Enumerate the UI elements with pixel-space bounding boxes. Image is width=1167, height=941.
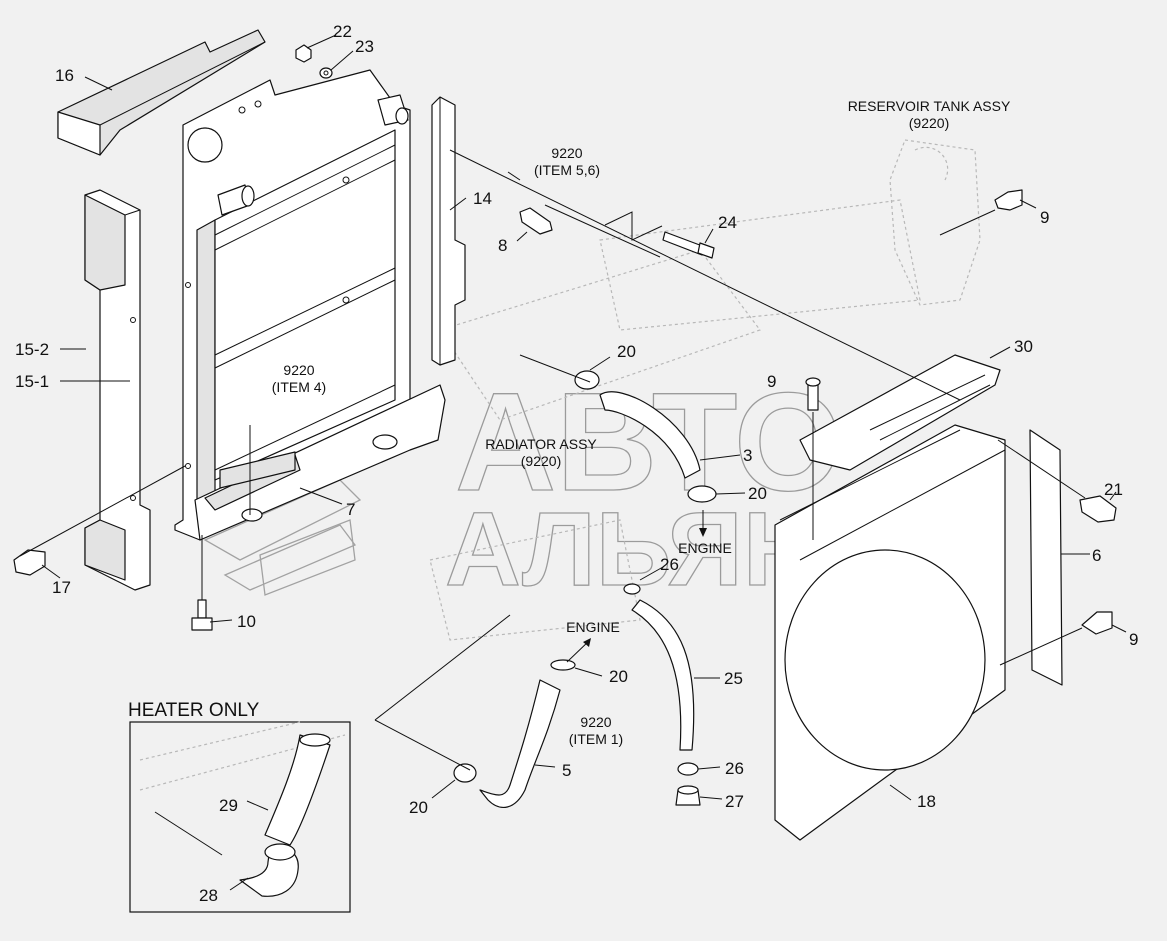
lower-hose-5 — [479, 679, 561, 808]
note-item1-text: (ITEM 1) — [569, 731, 623, 747]
bolt-9-middle — [805, 377, 821, 411]
upper-hose-3 — [599, 391, 701, 479]
callout-20-right: 20 — [748, 484, 767, 503]
callout-25: 25 — [724, 669, 743, 688]
callout-28: 28 — [199, 886, 218, 905]
reference-notes: 9220 (ITEM 5,6) 9220 (ITEM 4) RADIATOR A… — [128, 98, 1011, 747]
callout-14: 14 — [473, 189, 492, 208]
callout-10: 10 — [237, 612, 256, 631]
callout-9-middle: 9 — [767, 372, 776, 391]
watermark-line1: АВТО — [455, 363, 843, 520]
bolt-17 — [13, 549, 46, 576]
callout-8: 8 — [498, 236, 507, 255]
note-reservoir-name: RESERVOIR TANK ASSY — [848, 98, 1011, 114]
note-item4-code: 9220 — [283, 362, 314, 378]
heater-frame — [129, 721, 351, 913]
callout-30: 30 — [1014, 337, 1033, 356]
heater-hose-28 — [239, 843, 299, 897]
seal-plate-6 — [1029, 429, 1063, 686]
clamp-26 — [623, 583, 699, 776]
note-item56-code: 9220 — [551, 145, 582, 161]
radiator-frame — [174, 69, 446, 541]
note-item56-text: (ITEM 5,6) — [534, 162, 600, 178]
side-seal — [84, 189, 151, 591]
callout-7: 7 — [346, 500, 355, 519]
callout-3: 3 — [743, 446, 752, 465]
clamp-20-upper — [574, 370, 717, 503]
radiator-assy-ghost — [429, 249, 761, 641]
plug-27 — [675, 785, 701, 806]
note-item4-text: (ITEM 4) — [272, 379, 326, 395]
callout-15-2: 15-2 — [15, 340, 49, 359]
nut-22 — [295, 44, 312, 63]
bolt-10 — [191, 599, 213, 631]
note-radiator-name: RADIATOR ASSY — [485, 436, 597, 452]
callout-9-right: 9 — [1129, 630, 1138, 649]
top-seal — [57, 29, 266, 156]
clamp-20-lower — [453, 659, 576, 783]
side-bracket — [431, 96, 466, 366]
callout-21: 21 — [1104, 480, 1123, 499]
callout-20-lower: 20 — [409, 798, 428, 817]
washer-23 — [319, 67, 333, 79]
heater-only-box — [129, 721, 351, 913]
leader-lines — [19, 34, 1127, 801]
callout-6: 6 — [1092, 546, 1101, 565]
callout-labels: 16 22 23 14 8 24 9 15-2 15-1 20 30 9 3 2… — [15, 22, 1138, 905]
callout-22: 22 — [333, 22, 352, 41]
callout-20-hose: 20 — [609, 667, 628, 686]
callout-26-upper: 26 — [660, 555, 679, 574]
bolt-21 — [1079, 495, 1117, 523]
bolt-8 — [519, 207, 553, 235]
heater-only-title: HEATER ONLY — [128, 700, 260, 721]
callout-16: 16 — [55, 66, 74, 85]
callout-27: 27 — [725, 792, 744, 811]
callout-20-upper: 20 — [617, 342, 636, 361]
watermark-logo-icon — [203, 479, 362, 596]
callout-26-lower: 26 — [725, 759, 744, 778]
callout-17: 17 — [52, 578, 71, 597]
callout-18: 18 — [917, 792, 936, 811]
note-engine-upper: ENGINE — [678, 540, 732, 556]
note-reservoir-code: (9220) — [909, 115, 949, 131]
heater-hose-29 — [264, 733, 331, 846]
callout-5: 5 — [562, 761, 571, 780]
note-radiator-code: (9220) — [521, 453, 561, 469]
bolt-24 — [662, 231, 715, 259]
callout-15-1: 15-1 — [15, 372, 49, 391]
reservoir-bracket — [799, 354, 1001, 471]
callout-23: 23 — [355, 37, 374, 56]
callout-24: 24 — [718, 213, 737, 232]
callout-29: 29 — [219, 796, 238, 815]
note-item1-code: 9220 — [580, 714, 611, 730]
hose-25 — [631, 599, 695, 751]
bolt-9-top — [994, 189, 1023, 211]
fan-shroud — [774, 424, 1006, 841]
reservoir-tank-ghost — [599, 139, 981, 331]
note-engine-lower: ENGINE — [566, 619, 620, 635]
callout-9-top: 9 — [1040, 208, 1049, 227]
bolt-9-right — [1081, 611, 1113, 635]
